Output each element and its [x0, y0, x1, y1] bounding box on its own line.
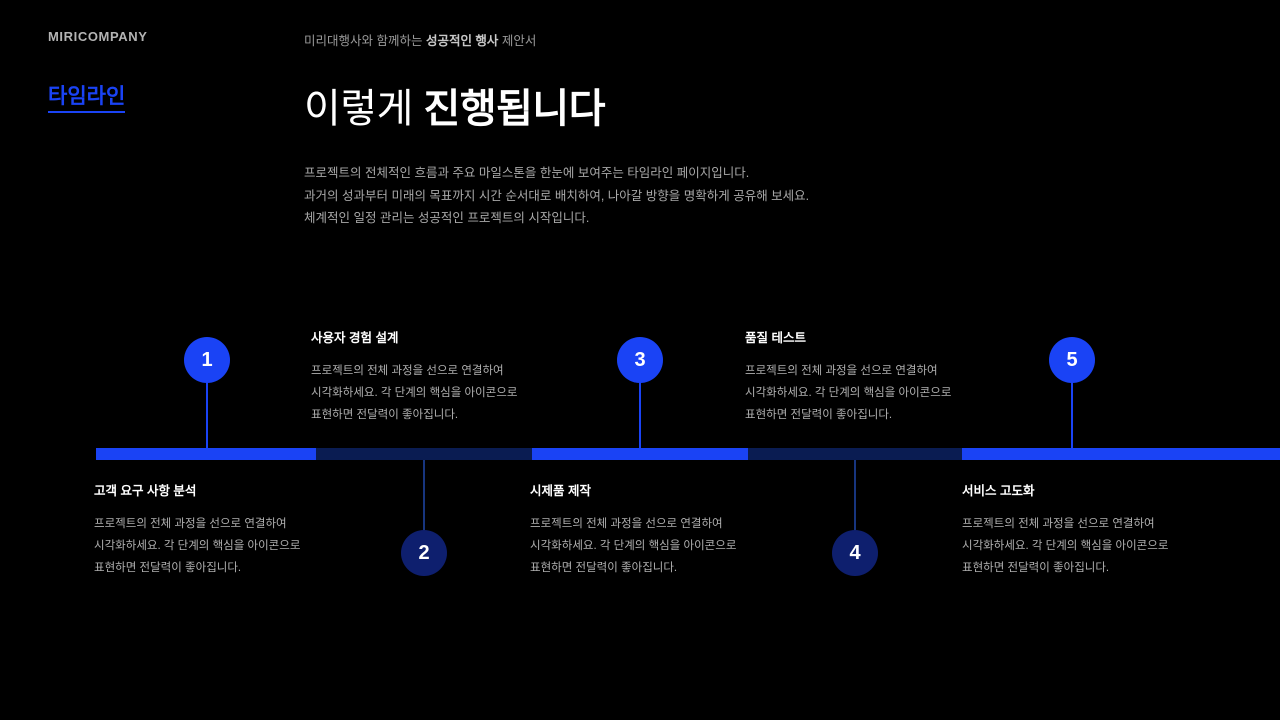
- timeline-step-3-body-line-1: 프로젝트의 전체 과정을 선으로 연결하여: [745, 365, 938, 377]
- document-subtitle: 미리대행사와 함께하는 성공적인 행사 제안서: [304, 30, 536, 49]
- timeline-connector-3: [639, 380, 641, 448]
- timeline-step-5-body: 프로젝트의 전체 과정을 선으로 연결하여 시각화하세요. 각 단계의 핵심을 …: [962, 513, 1202, 579]
- page-description: 프로젝트의 전체적인 흐름과 주요 마일스톤을 한눈에 보여주는 타임라인 페이…: [304, 162, 809, 230]
- timeline-step-3-title: 품질 테스트: [745, 331, 806, 345]
- timeline-step-4-body-line-1: 프로젝트의 전체 과정을 선으로 연결하여: [530, 518, 723, 530]
- timeline-step-4-body: 프로젝트의 전체 과정을 선으로 연결하여 시각화하세요. 각 단계의 핵심을 …: [530, 513, 770, 579]
- description-line-3: 체계적인 일정 관리는 성공적인 프로젝트의 시작입니다.: [304, 211, 590, 225]
- page-title: 이렇게 진행됩니다: [304, 86, 606, 133]
- timeline-step-2: 고객 요구 사항 분석 프로젝트의 전체 과정을 선으로 연결하여 시각화하세요…: [94, 480, 334, 579]
- timeline-step-2-title: 고객 요구 사항 분석: [94, 484, 197, 498]
- timeline-step-4-body-line-3: 표현하면 전달력이 좋아집니다.: [530, 562, 678, 574]
- timeline-bar-segment-5: [962, 448, 1280, 460]
- description-line-2: 과거의 성과부터 미래의 목표까지 시간 순서대로 배치하여, 나아갈 방향을 …: [304, 188, 810, 203]
- timeline-step-5-title: 서비스 고도화: [962, 484, 1035, 498]
- timeline-connector-5: [1071, 380, 1073, 448]
- timeline-connector-2: [423, 460, 425, 530]
- section-label: 타임라인: [48, 84, 126, 114]
- timeline-node-2[interactable]: 2: [401, 530, 447, 576]
- document-subtitle-prefix: 미리대행사와 함께하는: [304, 34, 426, 48]
- timeline-connector-4: [854, 460, 856, 530]
- timeline-step-5: 서비스 고도화 프로젝트의 전체 과정을 선으로 연결하여 시각화하세요. 각 …: [962, 480, 1202, 579]
- timeline-step-1-body-line-1: 프로젝트의 전체 과정을 선으로 연결하여: [311, 365, 504, 377]
- timeline-node-4[interactable]: 4: [832, 530, 878, 576]
- timeline-bar-track: [96, 448, 1280, 460]
- brand-logo: MIRICOMPANY: [48, 29, 148, 44]
- timeline-bar-segment-3: [532, 448, 748, 460]
- document-subtitle-strong: 성공적인 행사: [425, 34, 499, 48]
- timeline-node-1[interactable]: 1: [184, 337, 230, 383]
- timeline-node-3[interactable]: 3: [617, 337, 663, 383]
- timeline-step-5-body-line-3: 표현하면 전달력이 좋아집니다.: [962, 562, 1110, 574]
- timeline-bar-segment-1: [96, 448, 316, 460]
- timeline-step-2-body-line-1: 프로젝트의 전체 과정을 선으로 연결하여: [94, 518, 287, 530]
- page-title-light: 이렇게: [304, 87, 424, 131]
- document-subtitle-suffix: 제안서: [498, 34, 537, 48]
- timeline-step-5-body-line-1: 프로젝트의 전체 과정을 선으로 연결하여: [962, 518, 1155, 530]
- timeline-step-4-title: 시제품 제작: [530, 484, 591, 498]
- timeline-step-3-body-line-2: 시각화하세요. 각 단계의 핵심을 아이콘으로: [745, 387, 952, 399]
- timeline-step-1-body-line-3: 표현하면 전달력이 좋아집니다.: [311, 409, 459, 421]
- timeline-step-4: 시제품 제작 프로젝트의 전체 과정을 선으로 연결하여 시각화하세요. 각 단…: [530, 480, 770, 579]
- page-title-bold: 진행됩니다: [423, 87, 606, 131]
- timeline-step-2-body: 프로젝트의 전체 과정을 선으로 연결하여 시각화하세요. 각 단계의 핵심을 …: [94, 513, 334, 579]
- timeline-node-5[interactable]: 5: [1049, 337, 1095, 383]
- timeline-step-3-body: 프로젝트의 전체 과정을 선으로 연결하여 시각화하세요. 각 단계의 핵심을 …: [745, 360, 985, 426]
- timeline-step-2-body-line-2: 시각화하세요. 각 단계의 핵심을 아이콘으로: [94, 540, 301, 552]
- timeline-step-5-body-line-2: 시각화하세요. 각 단계의 핵심을 아이콘으로: [962, 540, 1169, 552]
- timeline-step-2-body-line-3: 표현하면 전달력이 좋아집니다.: [94, 562, 242, 574]
- timeline-step-1-title: 사용자 경험 설계: [311, 331, 399, 345]
- description-line-1: 프로젝트의 전체적인 흐름과 주요 마일스톤을 한눈에 보여주는 타임라인 페이…: [304, 166, 750, 180]
- timeline-step-1-body: 프로젝트의 전체 과정을 선으로 연결하여 시각화하세요. 각 단계의 핵심을 …: [311, 360, 551, 426]
- timeline-step-4-body-line-2: 시각화하세요. 각 단계의 핵심을 아이콘으로: [530, 540, 737, 552]
- timeline-step-3: 품질 테스트 프로젝트의 전체 과정을 선으로 연결하여 시각화하세요. 각 단…: [745, 327, 985, 426]
- timeline-step-1: 사용자 경험 설계 프로젝트의 전체 과정을 선으로 연결하여 시각화하세요. …: [311, 327, 551, 426]
- timeline-step-3-body-line-3: 표현하면 전달력이 좋아집니다.: [745, 409, 893, 421]
- timeline-connector-1: [206, 380, 208, 448]
- timeline-step-1-body-line-2: 시각화하세요. 각 단계의 핵심을 아이콘으로: [311, 387, 518, 399]
